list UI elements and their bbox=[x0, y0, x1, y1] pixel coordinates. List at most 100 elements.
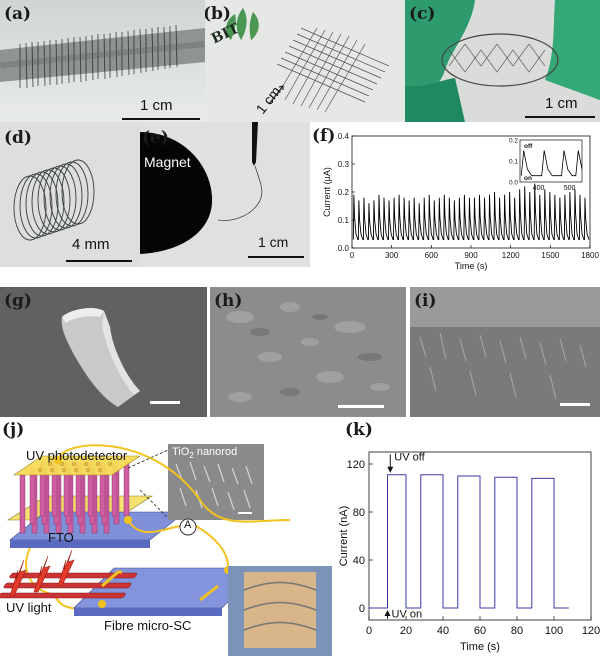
panel-a: (a) 1 cm bbox=[0, 0, 205, 122]
chart-f: 0 300 600 900 1200 1500 1800 0.0 0.1 0.2 0.3 0.4Tim… bbox=[322, 132, 599, 271]
tio2-nanorod-array bbox=[13, 455, 141, 534]
panel-f: (f) 0 300 600 900 1200 1500 1800 0.0 0.1 0.2 0.3 0.… bbox=[310, 122, 600, 287]
tio2-nanorod-text: TiO2 nanorod bbox=[172, 446, 237, 460]
chart-f-xtick-label: 900 bbox=[464, 251, 478, 260]
panel-e-scale-bar bbox=[248, 256, 304, 258]
panel-j: (j) UV photodetector TiO2 nanorod FTO UV… bbox=[0, 420, 335, 659]
panel-k-label: (k) bbox=[345, 420, 373, 440]
panel-c-label: (c) bbox=[409, 4, 436, 24]
panel-a-photo bbox=[0, 0, 205, 122]
chart-f-ytick-label: 0.4 bbox=[338, 132, 350, 141]
chart-f-xtick-label: 300 bbox=[385, 251, 399, 260]
panel-i: (i) bbox=[410, 287, 600, 417]
chart-k-xtick-label: 120 bbox=[582, 625, 600, 637]
fto-text: FTO bbox=[48, 530, 74, 545]
fibre-micro-sc-text: Fibre micro-SC bbox=[104, 618, 192, 633]
panel-b-label: (b) bbox=[205, 4, 231, 24]
chart-f-ylabel: Current (µA) bbox=[322, 167, 332, 217]
panel-c-scale-text: 1 cm bbox=[545, 95, 578, 112]
chart-f-inset-ytick-label: 0.1 bbox=[509, 159, 518, 166]
panel-e-photo bbox=[140, 122, 310, 267]
chart-f-inset-ytick-label: 0.2 bbox=[509, 138, 518, 145]
chart-f-xlabel: Time (s) bbox=[455, 261, 488, 271]
chart-k-xtick-label: 60 bbox=[474, 625, 486, 637]
panel-c-scale-bar bbox=[525, 116, 595, 118]
chart-k-xtick-label: 20 bbox=[400, 625, 412, 637]
panel-f-label: (f) bbox=[312, 126, 336, 146]
panel-a-scale-text: 1 cm bbox=[140, 97, 173, 114]
panel-e-scale-text: 1 cm bbox=[258, 234, 289, 250]
panel-g-scale-bar bbox=[150, 401, 180, 404]
panel-c-photo bbox=[405, 0, 600, 122]
chart-f-xtick-label: 1500 bbox=[541, 251, 559, 260]
chart-f-inset-xtick-label: 400 bbox=[533, 185, 545, 192]
chart-f-inset-xtick-label: 500 bbox=[564, 185, 576, 192]
uv-photodetector-text: UV photodetector bbox=[26, 448, 128, 463]
chart-f-series-line bbox=[352, 183, 590, 241]
chart-k-off-label: UV off bbox=[394, 451, 425, 463]
panel-g-label: (g) bbox=[4, 291, 32, 311]
chart-k-on-label: UV on bbox=[392, 609, 423, 621]
chart-k-ylabel: Current (nA) bbox=[338, 506, 350, 567]
chart-f-inset-ytick-label: 0.0 bbox=[509, 180, 518, 187]
chart-k-ytick-label: 80 bbox=[353, 507, 365, 519]
ammeter-text: A bbox=[184, 519, 192, 531]
panel-d-scale-text: 4 mm bbox=[72, 236, 110, 253]
chart-f-xtick-label: 600 bbox=[425, 251, 439, 260]
panel-a-scale-bar bbox=[122, 118, 200, 120]
tio2-text: TiO bbox=[172, 446, 190, 458]
panel-e-magnet-text: Magnet bbox=[144, 154, 191, 170]
chart-f-inset-off-label: off bbox=[524, 143, 533, 150]
bit-logo-emblem bbox=[226, 8, 259, 40]
panel-g: (g) bbox=[0, 287, 207, 417]
panel-d-photo bbox=[0, 122, 140, 267]
panel-d-scale-bar bbox=[66, 260, 132, 262]
chart-f-ytick-label: 0.0 bbox=[338, 244, 350, 253]
panel-h-scale-bar bbox=[338, 405, 384, 408]
chart-k-xlabel: Time (s) bbox=[460, 641, 500, 653]
nanorod-text: nanorod bbox=[193, 446, 238, 458]
uv-light-text: UV light bbox=[6, 600, 52, 615]
panel-b-photo bbox=[205, 0, 405, 122]
panel-j-label: (j) bbox=[2, 420, 25, 440]
chart-f-xtick-label: 1800 bbox=[581, 251, 599, 260]
chart-f-ytick-label: 0.1 bbox=[338, 216, 350, 225]
chart-k-ytick-label: 0 bbox=[359, 603, 365, 615]
chart-k-ytick-label: 40 bbox=[353, 555, 365, 567]
tio2-subscript: 2 bbox=[189, 451, 194, 461]
panel-i-photo bbox=[410, 287, 600, 417]
panel-e-label: (e) bbox=[142, 128, 169, 148]
panel-d-label: (d) bbox=[4, 128, 32, 148]
panel-i-label: (i) bbox=[414, 291, 437, 311]
panel-i-scale-bar bbox=[560, 403, 590, 406]
chart-f-xtick-label: 1200 bbox=[502, 251, 520, 260]
chart-k-xtick-label: 80 bbox=[511, 625, 523, 637]
chart-k-ytick-label: 120 bbox=[347, 459, 365, 471]
panel-a-label: (a) bbox=[4, 4, 32, 24]
panel-j-schematic bbox=[0, 444, 332, 656]
chart-k-on-arrowhead bbox=[384, 610, 391, 616]
chart-k-off-arrowhead bbox=[387, 466, 394, 473]
uv-light-icons bbox=[9, 549, 75, 597]
chart-k-xtick-label: 40 bbox=[437, 625, 449, 637]
chart-k-xtick-label: 100 bbox=[545, 625, 563, 637]
chart-f-ytick-label: 0.3 bbox=[338, 160, 350, 169]
ammeter-icon bbox=[179, 518, 197, 536]
chart-f-inset-on-label: on bbox=[524, 175, 532, 182]
panel-c: (c) 1 cm bbox=[405, 0, 600, 122]
fto-substrate-side bbox=[10, 540, 150, 548]
panel-e: (e) Magnet 1 cm bbox=[140, 122, 310, 267]
chart-k-xtick-label: 0 bbox=[366, 625, 372, 637]
panel-h-photo bbox=[210, 287, 406, 417]
chart-f-inset-series bbox=[520, 150, 583, 177]
chart-f-xtick-label: 0 bbox=[350, 251, 355, 260]
panel-g-photo bbox=[0, 287, 207, 417]
panel-b: (b) BIT 1 cm bbox=[205, 0, 405, 122]
chart-f-ytick-label: 0.2 bbox=[338, 188, 350, 197]
panel-h: (h) bbox=[210, 287, 406, 417]
panel-h-label: (h) bbox=[214, 291, 243, 311]
panel-d: (d) 4 mm bbox=[0, 122, 140, 267]
chart-k-series-line bbox=[369, 474, 569, 609]
